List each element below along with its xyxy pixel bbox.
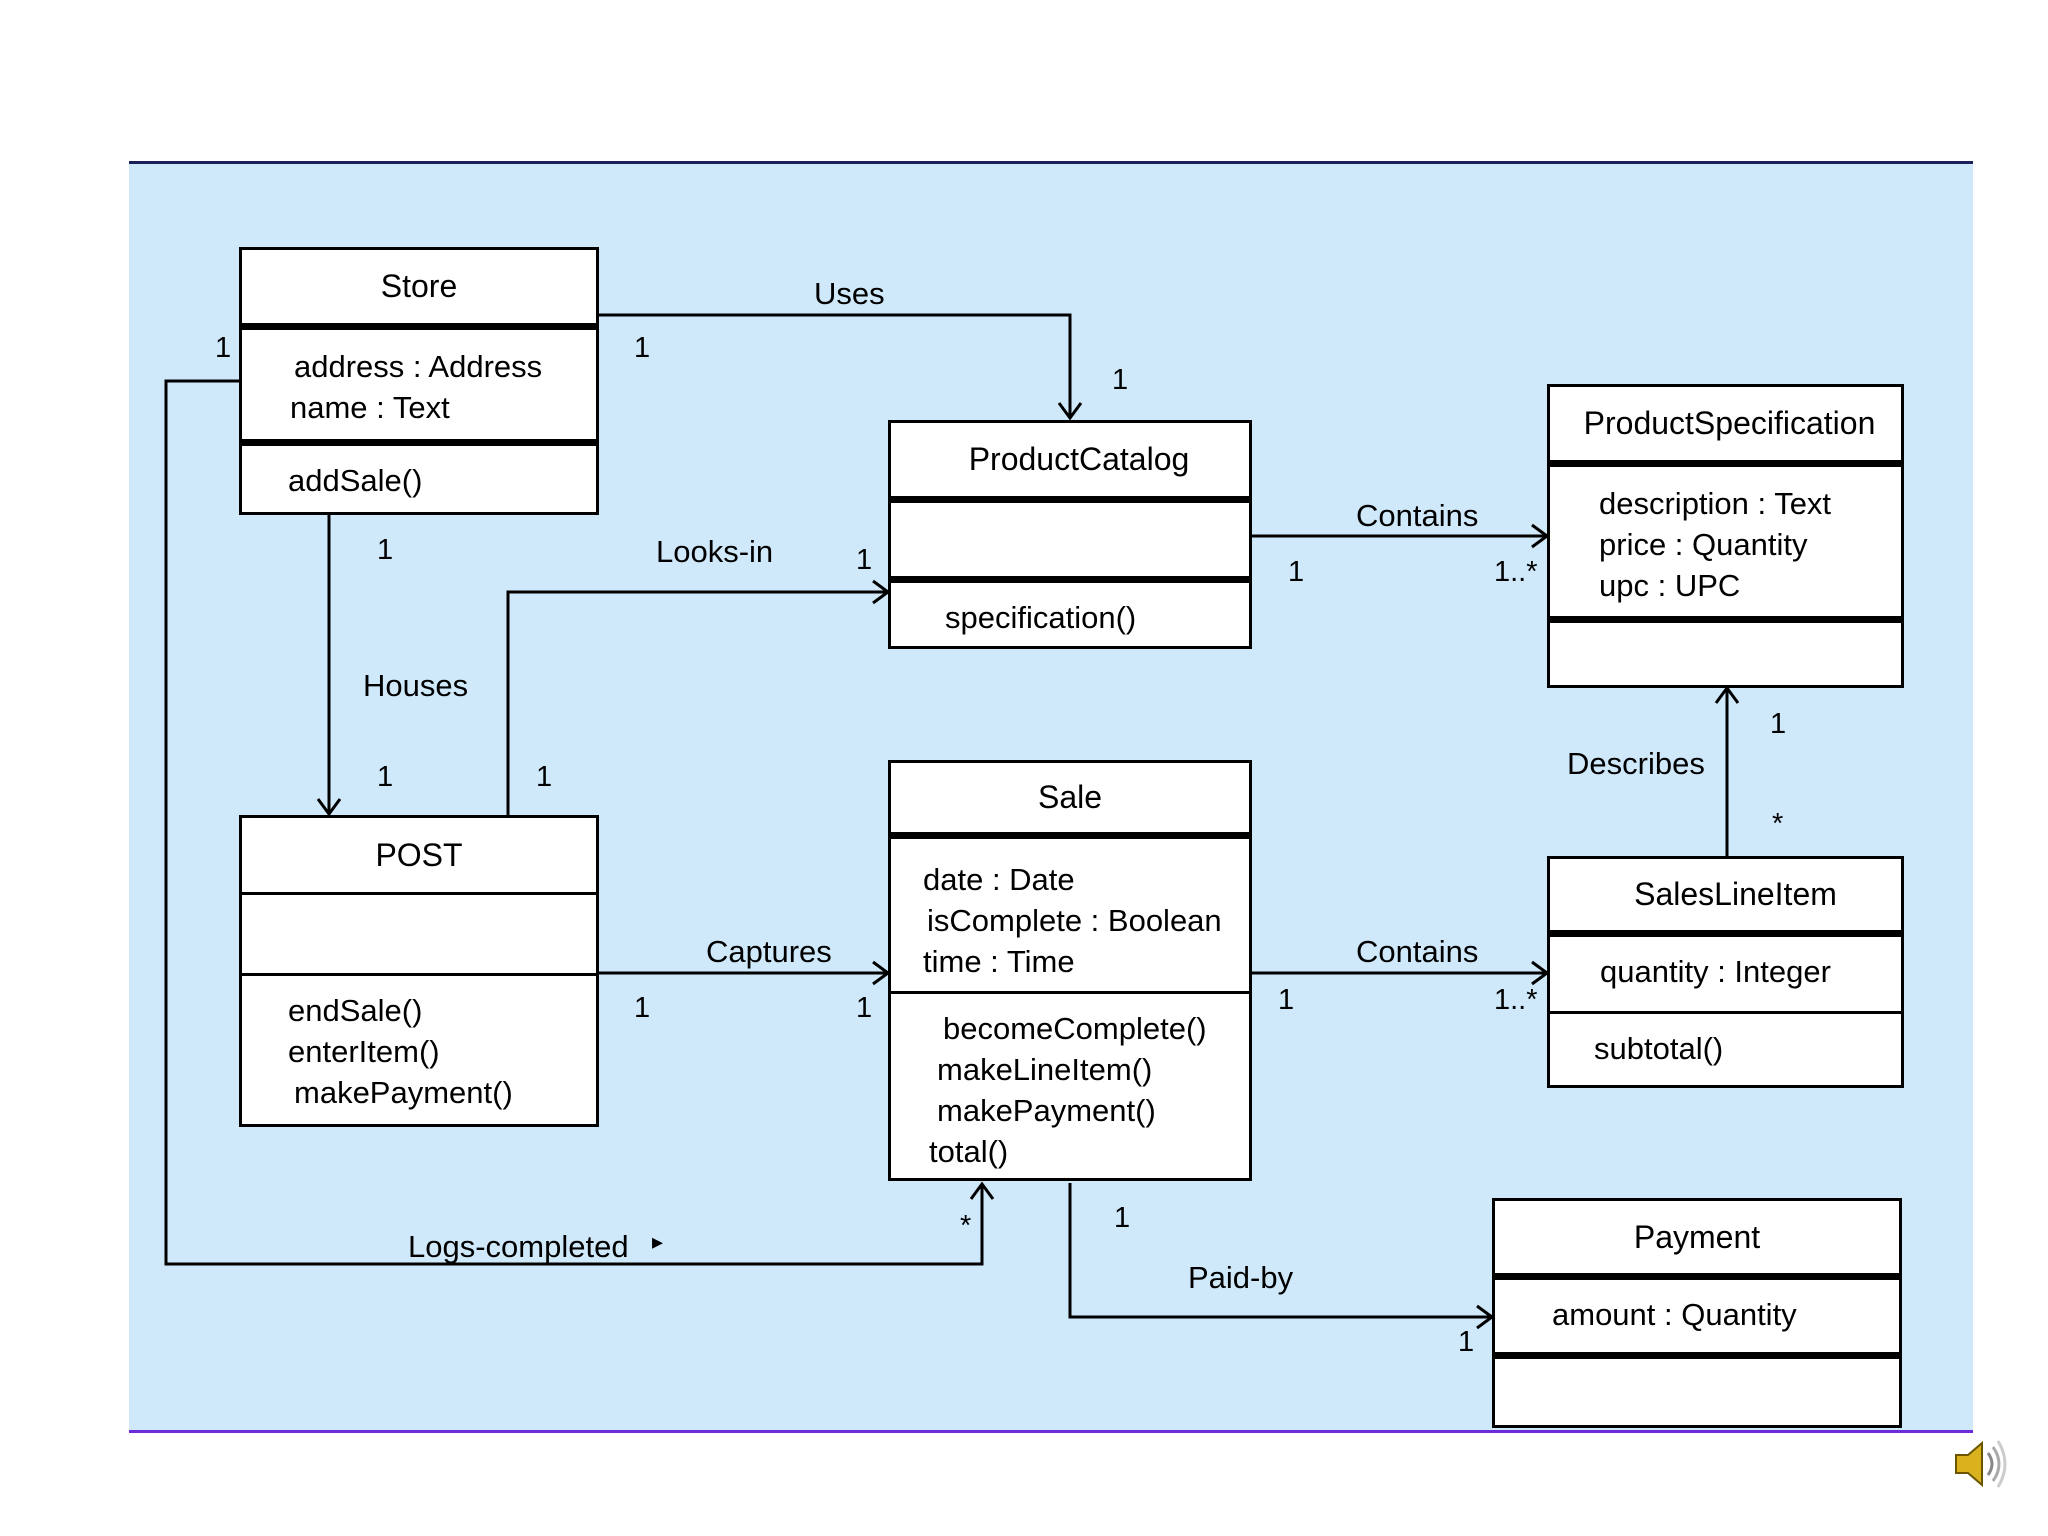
store-attr-name: name : Text	[290, 390, 450, 425]
sales-line-item-name-text: SalesLineItem	[1634, 876, 1837, 912]
paid-by-to-mult: 1	[1458, 1326, 1475, 1358]
class-payment[interactable]: Payment amount : Quantity	[1492, 1198, 1902, 1428]
looks-in-label: Looks-in	[656, 534, 774, 569]
describes-to-mult: 1	[1770, 708, 1787, 740]
product-catalog-name-text: ProductCatalog	[968, 441, 1190, 477]
product-specification-name: ProductSpecification	[1550, 387, 1901, 467]
logs-completed-to-mult: *	[960, 1210, 972, 1242]
store-op-addsale: addSale()	[288, 463, 423, 498]
post-op-makepayment: makePayment()	[294, 1075, 513, 1110]
paid-by-line	[1068, 1183, 1492, 1319]
store-attr-address: address : Address	[294, 349, 543, 384]
payment-attributes: amount : Quantity	[1495, 1280, 1899, 1359]
contains-sale-to-mult: 1..*	[1494, 984, 1538, 1016]
houses-to-mult: 1	[377, 761, 394, 793]
contains-sale-label: Contains	[1356, 934, 1479, 969]
sales-line-item-operations: subtotal()	[1550, 1014, 1901, 1069]
looks-in-to-mult: 1	[856, 544, 873, 576]
logs-completed-line	[164, 379, 984, 1266]
product-specification-attr-description: description : Text	[1599, 486, 1832, 521]
store-name-text: Store	[380, 268, 458, 304]
looks-in-from-mult: 1	[536, 761, 553, 793]
houses-arrowhead	[316, 798, 342, 817]
post-op-endsale: endSale()	[288, 993, 423, 1028]
product-specification-attr-upc: upc : UPC	[1599, 568, 1741, 603]
top-rule	[129, 161, 1973, 164]
contains-catalog-label: Contains	[1356, 498, 1479, 533]
logs-completed-direction-icon: ▸	[652, 1229, 664, 1254]
captures-from-mult: 1	[634, 992, 651, 1024]
product-specification-attributes: description : Text price : Quantity upc …	[1550, 467, 1901, 623]
store-name: Store	[242, 250, 596, 330]
product-catalog-attributes	[891, 503, 1249, 583]
contains-sale-from-mult: 1	[1278, 984, 1295, 1016]
captures-label: Captures	[706, 934, 832, 969]
store-attributes: address : Address name : Text	[242, 330, 596, 446]
paid-by-label: Paid-by	[1188, 1260, 1294, 1295]
uses-line	[597, 313, 1072, 418]
sales-line-item-op-subtotal: subtotal()	[1594, 1031, 1724, 1066]
product-catalog-op-specification: specification()	[945, 600, 1137, 635]
logs-completed-from-mult: 1	[215, 332, 232, 364]
sale-attr-date: date : Date	[923, 862, 1075, 897]
contains-catalog-to-mult: 1..*	[1494, 556, 1538, 588]
class-post[interactable]: POST endSale() enterItem() makePayment()	[239, 815, 599, 1127]
post-name-text: POST	[375, 836, 463, 873]
post-attributes	[242, 895, 596, 976]
uses-to-mult: 1	[1112, 364, 1129, 396]
payment-attr-amount: amount : Quantity	[1552, 1297, 1797, 1332]
sales-line-item-name: SalesLineItem	[1550, 859, 1901, 937]
product-catalog-operations: specification()	[891, 583, 1249, 638]
houses-from-mult: 1	[377, 534, 394, 566]
class-store[interactable]: Store address : Address name : Text addS…	[239, 247, 599, 515]
sale-name: Sale	[891, 763, 1249, 839]
sale-operations: becomeComplete() makeLineItem() makePaym…	[891, 994, 1249, 1172]
product-specification-attr-price: price : Quantity	[1599, 527, 1808, 562]
captures-to-mult: 1	[856, 992, 873, 1024]
sale-op-total: total()	[929, 1134, 1009, 1169]
sale-attr-time: time : Time	[923, 944, 1075, 979]
product-catalog-name: ProductCatalog	[891, 423, 1249, 503]
sales-line-item-attr-quantity: quantity : Integer	[1600, 954, 1831, 989]
class-sales-line-item[interactable]: SalesLineItem quantity : Integer subtota…	[1547, 856, 1904, 1088]
describes-label: Describes	[1567, 746, 1705, 781]
sale-op-becomecomplete: becomeComplete()	[943, 1011, 1207, 1046]
sale-attr-iscomplete: isComplete : Boolean	[927, 903, 1222, 938]
class-sale[interactable]: Sale date : Date isComplete : Boolean ti…	[888, 760, 1252, 1181]
describes-from-mult: *	[1772, 808, 1784, 840]
uses-from-mult: 1	[634, 332, 651, 364]
uses-label: Uses	[814, 276, 885, 311]
houses-label: Houses	[363, 668, 469, 703]
sale-op-makepayment: makePayment()	[937, 1093, 1156, 1128]
speaker-icon[interactable]	[1948, 1433, 2010, 1495]
logs-completed-arrowhead	[969, 1181, 995, 1200]
sale-name-text: Sale	[1037, 779, 1103, 815]
store-operations: addSale()	[242, 446, 596, 501]
sale-attributes: date : Date isComplete : Boolean time : …	[891, 839, 1249, 994]
logs-completed-label: Logs-completed	[408, 1229, 629, 1264]
post-op-enteritem: enterItem()	[288, 1034, 440, 1069]
class-product-specification[interactable]: ProductSpecification description : Text …	[1547, 384, 1904, 688]
looks-in-line	[506, 590, 888, 818]
sale-op-makelineitem: makeLineItem()	[937, 1052, 1153, 1087]
payment-name-text: Payment	[1633, 1218, 1761, 1255]
describes-arrowhead	[1714, 685, 1740, 704]
post-name: POST	[242, 818, 596, 895]
sales-line-item-attributes: quantity : Integer	[1550, 937, 1901, 1014]
uses-arrowhead	[1057, 402, 1083, 421]
bottom-rule	[129, 1430, 1973, 1433]
payment-name: Payment	[1495, 1201, 1899, 1280]
class-product-catalog[interactable]: ProductCatalog specification()	[888, 420, 1252, 649]
contains-catalog-from-mult: 1	[1288, 556, 1305, 588]
product-specification-name-text: ProductSpecification	[1583, 405, 1876, 441]
paid-by-from-mult: 1	[1114, 1202, 1131, 1234]
post-operations: endSale() enterItem() makePayment()	[242, 976, 596, 1113]
